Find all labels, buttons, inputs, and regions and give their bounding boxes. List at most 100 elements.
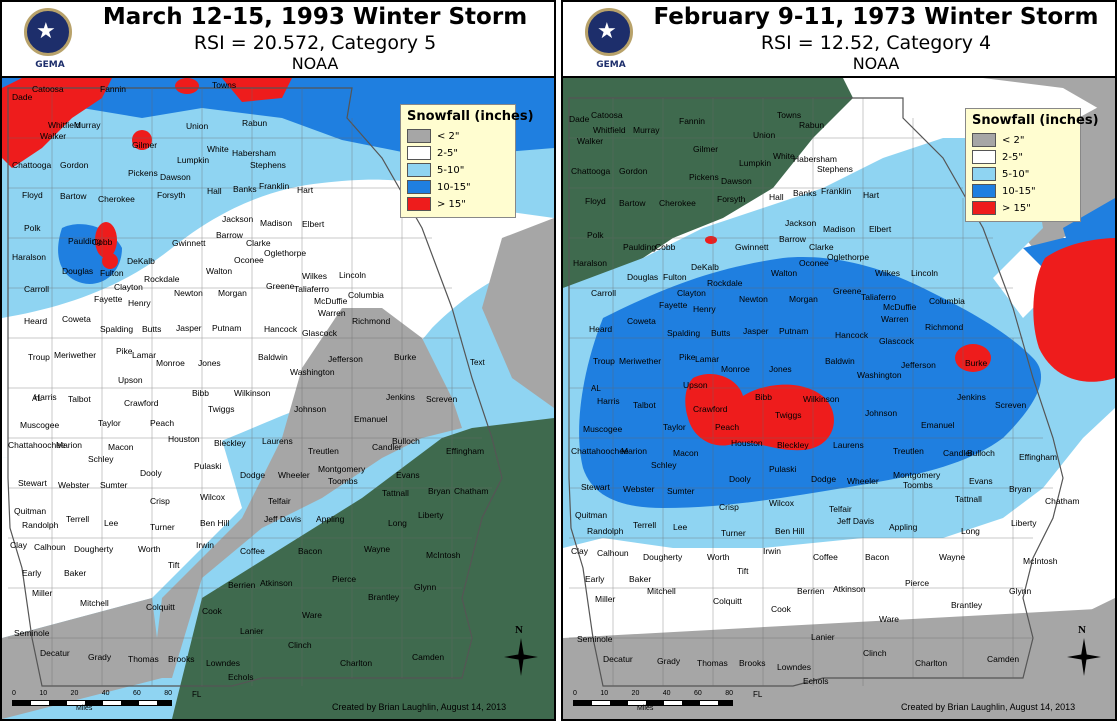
county-label: Gilmer [693,144,719,154]
county-label: Pike [116,346,133,356]
county-label: Sumter [667,486,695,496]
legend-swatch [972,150,996,164]
county-label: Macon [108,442,134,452]
county-label: Echols [228,672,254,682]
county-label: Toombs [903,480,933,490]
county-label: Berrien [228,580,256,590]
georgia-state-outline [568,97,1064,687]
county-boundaries [569,98,1053,686]
scale-tick-label: 10 [39,690,48,697]
county-label: Screven [426,394,458,404]
county-label: Clinch [863,648,887,658]
county-label: Muscogee [583,424,623,434]
county-label: Dodge [240,470,266,480]
map-source: NOAA [852,54,900,73]
county-label: Glynn [414,582,437,592]
county-label: Washington [290,367,335,377]
county-label: Newton [174,288,203,298]
snowfall-zone-under-2 [563,78,1115,118]
county-label: Clarke [809,242,834,252]
county-label: Fannin [679,116,705,126]
county-label: Webster [58,480,90,490]
county-label: Marion [621,446,647,456]
county-label: Catoosa [591,110,623,120]
county-label: Baker [64,568,87,578]
county-label: Candler [372,442,402,452]
legend-swatch [407,129,431,143]
county-label: Towns [777,110,802,120]
map-legend: Snowfall (inches) < 2"2-5"5-10"10-15"> 1… [965,108,1099,222]
county-label: Charlton [915,658,948,668]
compass-rose-icon: N [1063,624,1105,678]
county-label: Stewart [18,478,47,488]
seal-caption: GEMA [35,60,65,70]
county-label: Mitchell [80,598,109,608]
county-label: Miller [595,594,616,604]
county-label: Colquitt [713,596,742,606]
county-label: Atkinson [260,578,293,588]
county-label: Thomas [697,658,728,668]
county-label: Bibb [192,388,210,398]
county-label: Dodge [811,474,837,484]
county-label: Walker [577,136,604,146]
county-label: Houston [731,438,763,448]
map-legend: Snowfall (inches) < 2"2-5"5-10"10-15"> 1… [400,104,534,218]
county-label: Turner [150,522,175,532]
county-label: Whitfield [593,125,626,135]
county-label: Cook [771,604,791,614]
county-label: Thomas [128,654,159,664]
neighbor-state-label: FL [753,690,763,699]
county-label: Pulaski [769,464,797,474]
county-label: Taliaferro [294,284,329,294]
county-label: Grady [88,652,112,662]
county-label: Greene [833,286,862,296]
county-label: Floyd [22,190,43,200]
county-label: White [773,151,795,161]
county-label: Madison [823,224,856,234]
county-label: Berrien [797,586,825,596]
seal-caption: GEMA [596,60,626,70]
county-label: Wayne [939,552,966,562]
legend-swatch [972,167,996,181]
county-label: Wilcox [769,498,795,508]
county-label: Schley [88,454,114,464]
county-label: Seminole [14,628,50,638]
county-label: Murray [74,120,101,130]
county-label: Cobb [655,242,676,252]
county-label: Jefferson [901,360,936,370]
county-label: Pulaski [194,461,222,471]
county-label: Laurens [262,436,293,446]
legend-item: < 2" [407,128,509,144]
county-label: Miller [32,588,53,598]
county-label: Worth [138,544,161,554]
county-label: Clayton [114,282,143,292]
county-label: Henry [693,304,716,314]
legend-item: 5-10" [407,162,509,178]
snowfall-zone-2-5 [2,440,242,638]
county-label: Butts [142,324,162,334]
county-label: Bacon [298,546,323,556]
county-label: Talbot [633,400,656,410]
county-label: Polk [24,223,41,233]
county-label: Liberty [1011,518,1037,528]
county-label: Meriwether [54,350,97,360]
county-label: Fayette [659,300,688,310]
county-label: Wayne [364,544,391,554]
county-label: Rabun [799,120,825,130]
legend-item: > 15" [407,196,509,212]
county-label: Greene [266,281,295,291]
scale-tick-label: 80 [164,690,172,697]
county-label: Tattnall [955,494,982,504]
county-label: Webster [623,484,655,494]
county-label: DeKalb [691,262,719,272]
county-label: Crisp [719,502,739,512]
county-label: Lincoln [339,270,366,280]
county-label: Pike [679,352,696,362]
county-label: Bulloch [392,436,420,446]
county-label: McDuffie [883,302,917,312]
snowfall-zone-over-15 [175,78,199,94]
county-label: Brantley [368,592,400,602]
